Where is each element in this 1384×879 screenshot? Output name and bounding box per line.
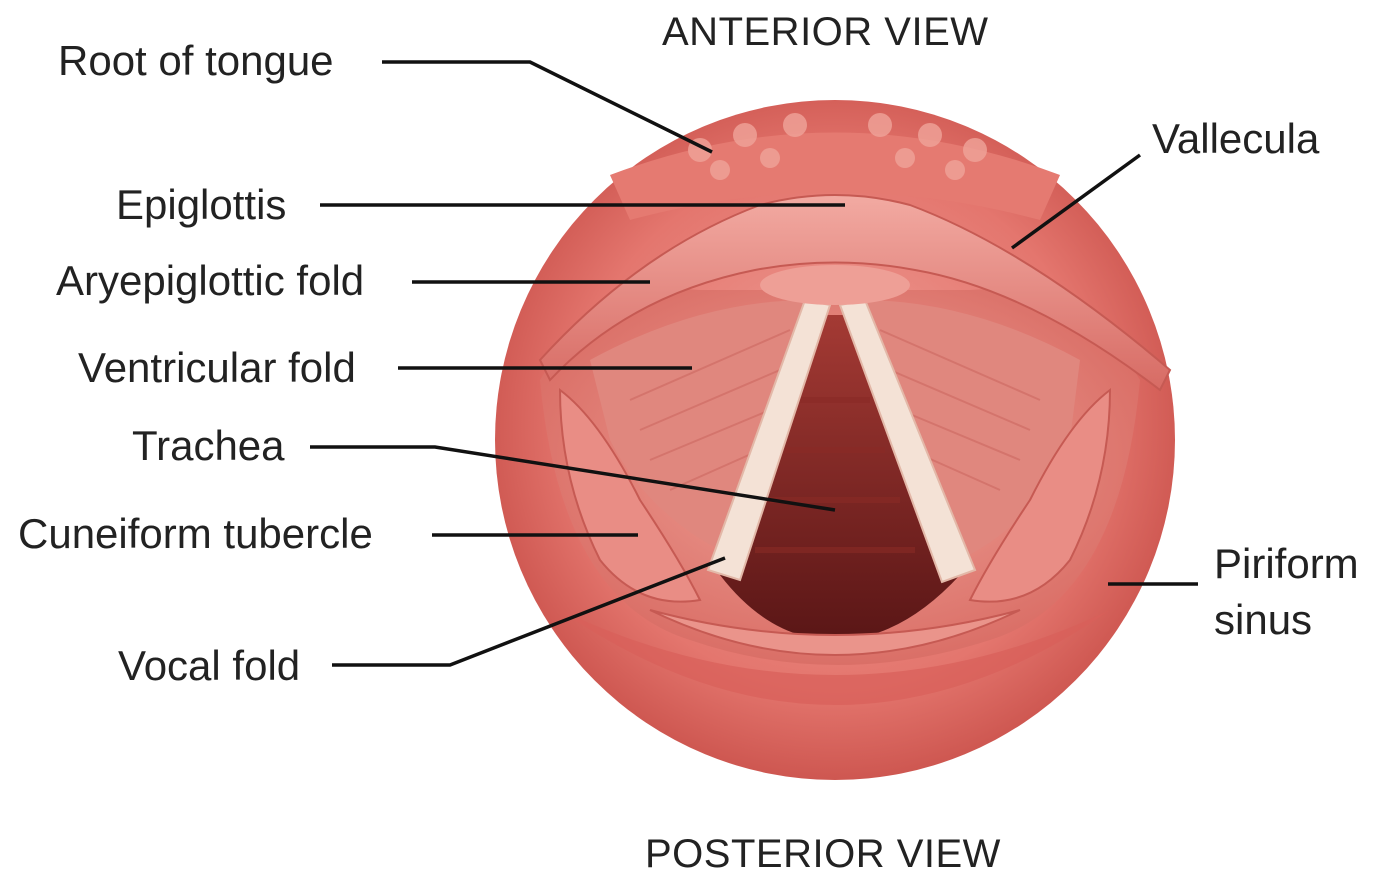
leader-root-of-tongue bbox=[382, 62, 712, 152]
label-vocal-fold: Vocal fold bbox=[118, 643, 300, 689]
label-vallecula: Vallecula bbox=[1152, 116, 1319, 162]
label-root-of-tongue: Root of tongue bbox=[58, 38, 334, 84]
label-ventricular-fold: Ventricular fold bbox=[78, 345, 356, 391]
epiglottis-tubercle bbox=[760, 265, 910, 305]
label-aryepiglottic-fold: Aryepiglottic fold bbox=[56, 258, 364, 304]
anterior-view-title: ANTERIOR VIEW bbox=[662, 10, 989, 54]
label-cuneiform-tubercle: Cuneiform tubercle bbox=[18, 511, 373, 557]
label-trachea: Trachea bbox=[132, 423, 285, 469]
posterior-view-title: POSTERIOR VIEW bbox=[645, 832, 1001, 876]
label-piriform-sinus-line2: sinus bbox=[1214, 597, 1312, 643]
label-epiglottis: Epiglottis bbox=[116, 182, 286, 228]
label-piriform-sinus-line1: Piriform bbox=[1214, 541, 1359, 587]
